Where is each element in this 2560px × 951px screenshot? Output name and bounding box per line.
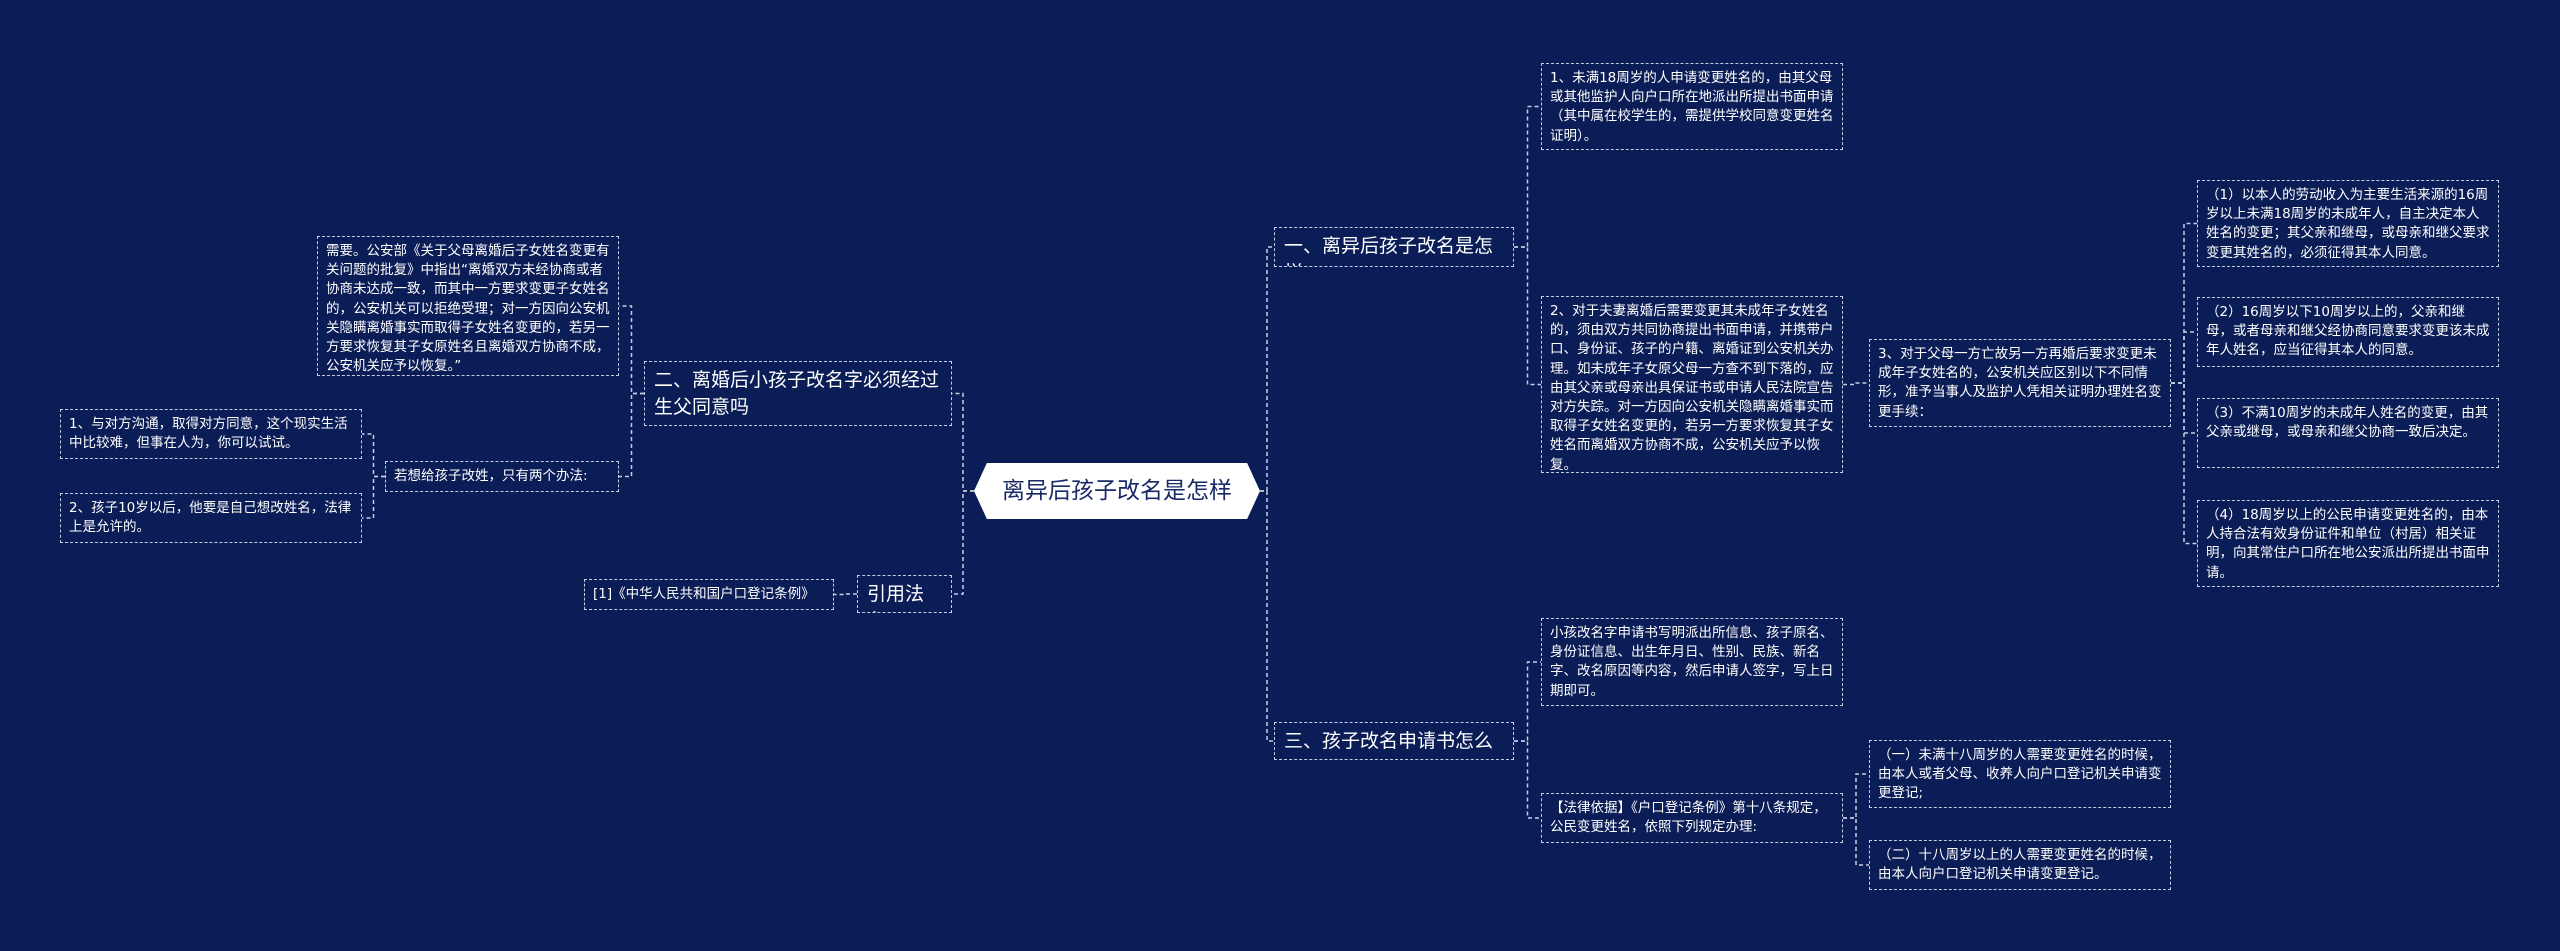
b2-method-1[interactable]: 1、与对方沟通，取得对方同意，这个现实生活中比较难，但事在人为，你可以试试。 (60, 409, 362, 459)
link-b3-write (1514, 661, 1541, 742)
link-b4-law (834, 593, 857, 596)
b1-item-3[interactable]: 3、对于父母一方亡故另一方再婚后要求变更未成年子女姓名的，公安机关应区别以下不同… (1869, 339, 2171, 427)
link-b2-method (619, 392, 644, 478)
branch-2-node[interactable]: 二、离婚后小孩子改名字必须经过生父同意吗 (644, 361, 952, 426)
b3-write[interactable]: 小孩改名字申请书写明派出所信息、孩子原名、身份证信息、出生年月日、性别、民族、新… (1541, 618, 1843, 706)
b3-legal[interactable]: 【法律依据】《户口登记条例》第十八条规定，公民变更姓名，依照下列规定办理: (1541, 793, 1843, 843)
link-b1-item2 (1514, 246, 1541, 386)
b1-item-1[interactable]: 1、未满18周岁的人申请变更姓名的，由其父母或其他监护人向户口所在地派出所提出书… (1541, 63, 1843, 150)
link-legal-2 (1843, 817, 1869, 866)
link-b1-item1 (1514, 105, 1541, 248)
link-b2-quote (619, 305, 644, 395)
b1-sub-2[interactable]: （2）16周岁以下10周岁以上的，父亲和继母，或者母亲和继父经协商同意要求变更该… (2197, 297, 2499, 367)
link-method-m2 (362, 475, 385, 519)
link-item3-sub2 (2171, 331, 2197, 384)
link-item3-sub4 (2171, 382, 2197, 545)
link-root-b3 (1260, 490, 1274, 742)
link-root-b1 (1260, 246, 1274, 492)
link-legal-1 (1843, 773, 1869, 819)
link-item3-sub1 (2171, 222, 2197, 384)
link-item2-item3 (1843, 382, 1869, 386)
link-method-m1 (362, 433, 385, 478)
b1-sub-3[interactable]: （3）不满10周岁的未成年人姓名的变更，由其父亲或继母，或母亲和继父协商一致后决… (2197, 398, 2499, 468)
b2-method-2[interactable]: 2、孩子10岁以后，他要是自己想改姓名，法律上是允许的。 (60, 493, 362, 543)
link-root-b2 (952, 392, 974, 492)
b3-legal-2[interactable]: （二）十八周岁以上的人需要变更姓名的时候，由本人向户口登记机关申请变更登记。 (1869, 840, 2171, 890)
b1-sub-4[interactable]: （4）18周岁以上的公民申请变更姓名的，由本人持合法有效身份证件和单位（村居）相… (2197, 500, 2499, 587)
link-b3-legal (1514, 740, 1541, 819)
b2-quote[interactable]: 需要。公安部《关于父母离婚后子女姓名变更有关问题的批复》中指出“离婚双方未经协商… (317, 236, 619, 376)
b1-item-2[interactable]: 2、对于夫妻离婚后需要变更其未成年子女姓名的，须由双方共同协商提出书面申请，并携… (1541, 296, 1843, 473)
b1-sub-1[interactable]: （1）以本人的劳动收入为主要生活来源的16周岁以上未满18周岁的未成年人，自主决… (2197, 180, 2499, 267)
branch-1-node[interactable]: 一、离异后孩子改名是怎样 (1274, 227, 1514, 267)
branch-3-node[interactable]: 三、孩子改名申请书怎么写 (1274, 722, 1514, 760)
b2-method[interactable]: 若想给孩子改姓，只有两个办法: (385, 461, 619, 492)
b4-law[interactable]: [1]《中华人民共和国户口登记条例》 (584, 579, 834, 610)
link-root-b4 (952, 490, 974, 595)
branch-4-node[interactable]: 引用法条 (857, 575, 952, 613)
b3-legal-1[interactable]: （一）未满十八周岁的人需要变更姓名的时候，由本人或者父母、收养人向户口登记机关申… (1869, 740, 2171, 808)
root-node[interactable]: 离异后孩子改名是怎样 (974, 463, 1260, 519)
